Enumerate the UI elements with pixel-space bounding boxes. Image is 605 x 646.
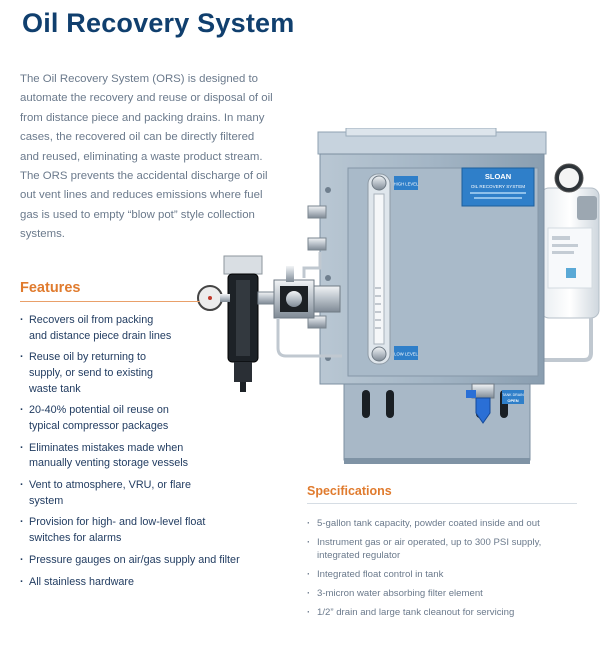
spec-item-line: 5-gallon tank capacity, powder coated in… [317,518,540,529]
spec-item-line: Integrated float control in tank [317,568,444,580]
valve-label-top: TANK DRAIN [502,393,524,397]
feature-item: Vent to atmosphere, VRU, or flare system [20,478,260,509]
specifications-list: 5-gallon tank capacity, powder coated in… [307,518,582,627]
spec-item-line: 3-micron water absorbing filter element [317,588,483,600]
feature-item-line: Vent to atmosphere, VRU, or flare [29,479,192,492]
feature-item-line: switches for alarms [29,532,122,545]
page-title: Oil Recovery System [22,8,295,38]
oil-recovery-system-image: HIGH LEVEL LOW LEVEL SLOAN OIL RECOVERY … [197,128,600,464]
low-level-label: LOW LEVEL [394,352,418,357]
spec-item-line: 1/2” drain and large tank cleanout for s… [317,607,515,619]
spec-item: Integrated float control in tank [307,569,582,582]
nameplate-name: OIL RECOVERY SYSTEM [471,184,525,189]
feature-item: Reuse oil by returning to supply, or send… [20,350,260,397]
feature-item-line: Pressure gauges on air/gas supply and fi… [29,553,240,566]
feature-item: 20-40% potential oil reuse on typical com… [20,403,260,434]
feature-item-line: waste tank [29,382,81,395]
spec-item-line: integrated regulator [317,549,401,561]
feature-item: All stainless hardware [20,575,260,591]
spec-item: 1/2” drain and large tank cleanout for s… [307,607,582,620]
feature-item: Provision for high- and low-level float s… [20,515,260,546]
spec-item: 3-micron water absorbing filter element [307,588,582,601]
spec-item-line: Instrument gas or air operated, up to 30… [317,537,542,549]
feature-item: Pressure gauges on air/gas supply and fi… [20,553,260,569]
high-level-label: HIGH LEVEL [394,182,419,187]
feature-item-line: supply, or send to existing [29,366,154,379]
features-list: Recovers oil from packing and distance pi… [20,313,260,596]
nameplate-brand: SLOAN [485,172,511,181]
specifications-heading: Specifications [307,484,392,498]
features-divider [20,301,200,302]
feature-item-line: typical compressor packages [29,419,169,432]
specifications-divider [307,503,577,504]
filter-housing [536,163,600,362]
features-heading: Features [20,280,81,296]
feature-item-line: and distance piece drain lines [29,329,172,342]
feature-item-line: Eliminates mistakes made when [29,441,184,454]
spec-item: Instrument gas or air operated, up to 30… [307,537,582,562]
pump-cylinder [273,252,342,358]
feature-item-line: Reuse oil by returning to [29,351,147,364]
feature-item-line: Recovers oil from packing [29,314,154,326]
feature-item-line: manually venting storage vessels [29,457,189,470]
valve-label-bottom: OPEN [507,398,518,403]
feature-item: Eliminates mistakes made when manually ve… [20,441,260,472]
spec-item: 5-gallon tank capacity, powder coated in… [307,518,582,531]
feature-item-line: Provision for high- and low-level float [29,516,206,529]
feature-item-line: All stainless hardware [29,575,135,588]
feature-item-line: 20-40% potential oil reuse on [29,404,169,417]
feature-item: Recovers oil from packing and distance pi… [20,313,260,344]
intro-paragraph: The Oil Recovery System (ORS) is designe… [20,73,273,241]
feature-item-line: system [29,494,64,507]
